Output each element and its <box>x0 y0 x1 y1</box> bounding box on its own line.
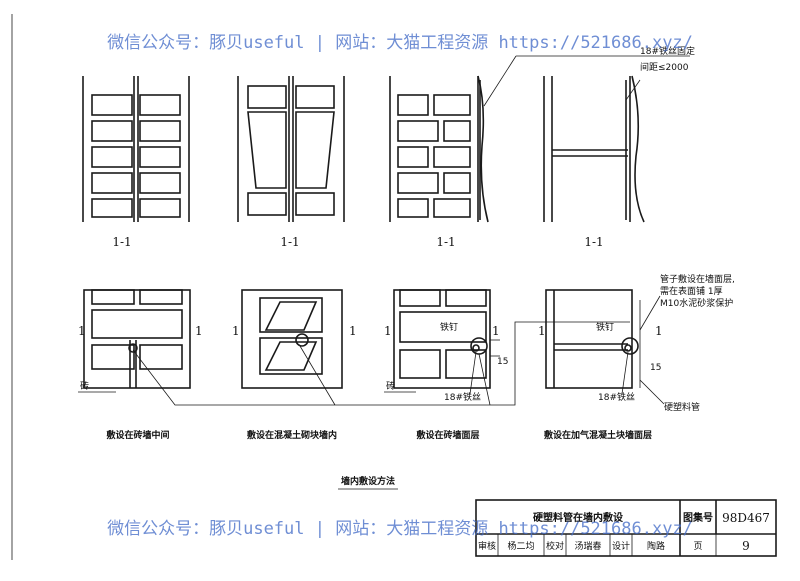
caption-4: 敷设在加气混凝土块墙面层 <box>544 429 652 441</box>
cut-mark-right-2: 1 <box>349 324 357 338</box>
connector-line <box>132 321 630 406</box>
section-label-3: 1-1 <box>436 235 455 249</box>
check-signature: 汤瑞春 <box>574 540 601 552</box>
wire-label-2: 18#铁丝 <box>598 391 635 403</box>
hard-pipe-label: 硬塑料管 <box>664 401 700 413</box>
elevation-1: 1 1 <box>78 289 203 389</box>
caption-1: 敷设在砖墙中间 <box>106 429 169 441</box>
dim-label-1: 15 <box>497 357 508 367</box>
check-label: 校对 <box>546 540 564 552</box>
cut-mark-left-2: 1 <box>232 324 240 338</box>
wire-label-1: 18#铁丝 <box>444 391 481 403</box>
caption-3: 敷设在砖墙面层 <box>416 429 479 441</box>
wire-fix-label: 18#铁丝固定 <box>640 45 695 57</box>
brick-label-2: 砖 <box>386 380 395 392</box>
watermark-top: 微信公众号：豚贝useful | 网站：大猫工程资源 https://52168… <box>107 33 693 53</box>
section-label-1: 1-1 <box>112 235 131 249</box>
caption-2: 敷设在混凝土砌块墙内 <box>247 429 337 441</box>
section-label-4: 1-1 <box>584 235 603 249</box>
sheet-title: 硬塑料管在墙内敷设 <box>533 511 623 524</box>
cut-mark-right-1: 1 <box>195 324 203 338</box>
cut-mark-right-4: 1 <box>655 324 663 338</box>
page-label: 页 <box>693 541 702 552</box>
review-signature: 杨二均 <box>507 540 534 552</box>
design-label: 设计 <box>612 540 630 552</box>
section-label-2: 1-1 <box>280 235 299 249</box>
nail-label-2: 铁钉 <box>596 321 614 333</box>
surface-note-line3: M10水泥砂浆保护 <box>660 297 733 309</box>
review-label: 审核 <box>478 540 496 552</box>
section-1-top <box>82 76 190 222</box>
design-signature: 陶路 <box>647 540 665 552</box>
watermark-bottom: 微信公众号：豚贝useful | 网站：大猫工程资源 https://52168… <box>107 519 693 539</box>
cut-mark-left-4: 1 <box>538 324 546 338</box>
wire-spacing-label: 间距≤2000 <box>640 61 689 73</box>
atlas-number: 98D467 <box>722 511 770 525</box>
elevation-4: 1 1 铁钉 18#铁丝 15 硬塑料管 管子敷设在墙面层, 需在表面铺 1厚 … <box>538 273 735 413</box>
section-4-top <box>543 75 645 223</box>
surface-note-line2: 需在表面铺 1厚 <box>660 285 723 297</box>
brick-label-1: 砖 <box>80 380 89 392</box>
wire-fix-annotation: 18#铁丝固定 间距≤2000 <box>483 45 695 107</box>
elevation-3: 1 1 铁钉 18#铁丝 15 <box>384 289 508 403</box>
figure-title: 墙内敷设方法 <box>341 475 395 487</box>
surface-note-line1: 管子敷设在墙面层, <box>660 273 735 285</box>
elevation-2: 1 1 <box>232 289 357 389</box>
nail-label-1: 铁钉 <box>440 321 458 333</box>
cut-mark-left-3: 1 <box>384 324 392 338</box>
section-2-top <box>237 76 345 222</box>
section-3-top <box>389 75 489 223</box>
cut-mark-left-1: 1 <box>78 324 86 338</box>
dim-label-2: 15 <box>650 363 661 373</box>
title-block: 硬塑料管在墙内敷设 图集号 98D467 审核 杨二均 校对 汤瑞春 设计 陶路… <box>475 499 777 557</box>
page-number: 9 <box>742 539 750 553</box>
cut-mark-right-3: 1 <box>492 324 500 338</box>
atlas-label: 图集号 <box>683 511 713 524</box>
